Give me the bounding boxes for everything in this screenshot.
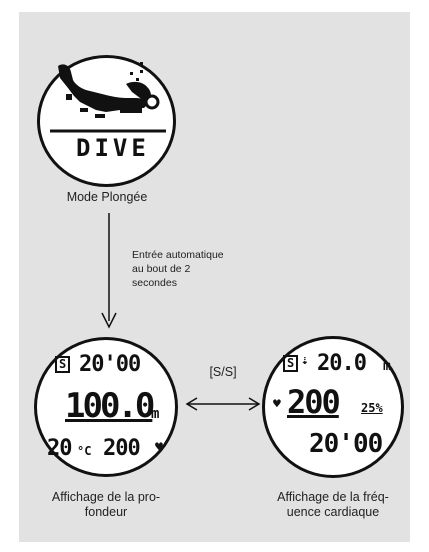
depth-display-caption-line2: fondeur — [84, 505, 128, 519]
depth-watch-depth: 100.0 — [65, 386, 155, 426]
descend-arrow-icon: ⇣ — [301, 353, 309, 368]
heart-watch-percent: 25% — [361, 401, 383, 415]
depth-watch-mode-badge: S — [55, 356, 71, 373]
heart-rate-display-watch: S ⇣ 20.0 m ♥ 200 25% 20'00 — [262, 336, 404, 478]
heart-rate-caption-line1: Affichage de la fréq- — [277, 490, 389, 504]
dive-mode-caption: Mode Plongée — [66, 190, 148, 204]
down-arrow — [101, 213, 117, 329]
depth-display-caption-line1: Affichage de la pro- — [51, 490, 161, 504]
double-arrow — [185, 397, 261, 411]
depth-watch-depth-unit: m — [151, 406, 160, 422]
auto-entry-note-line3: secondes — [132, 277, 177, 289]
heart-watch-mode-badge: S — [283, 355, 299, 372]
auto-entry-note-line1: Entrée automatique — [132, 249, 224, 261]
heart-watch-depth: 20.0 — [317, 351, 367, 376]
depth-watch-temperature: 20 — [47, 436, 72, 461]
depth-watch-heart-icon: ♥ — [155, 440, 163, 455]
depth-watch-time: 20'00 — [79, 352, 141, 377]
ss-button-label: [S/S] — [209, 365, 237, 379]
heart-watch-heart-icon: ♥ — [273, 397, 281, 412]
heart-watch-depth-unit: m — [383, 359, 391, 374]
depth-watch-heart-rate: 200 — [103, 436, 141, 461]
heart-watch-heart-rate: 200 — [287, 383, 341, 421]
diver-icon — [50, 62, 166, 133]
auto-entry-note-line2: au bout de 2 — [132, 263, 191, 275]
dive-mode-watch: DIVE — [37, 55, 176, 187]
dive-label: DIVE — [76, 134, 150, 162]
heart-rate-caption-line2: uence cardiaque — [286, 505, 380, 519]
heart-watch-time: 20'00 — [309, 429, 383, 459]
depth-display-watch: S 20'00 100.0 m 20 °C 200 ♥ — [34, 337, 178, 477]
depth-watch-temp-unit: °C — [77, 444, 92, 458]
